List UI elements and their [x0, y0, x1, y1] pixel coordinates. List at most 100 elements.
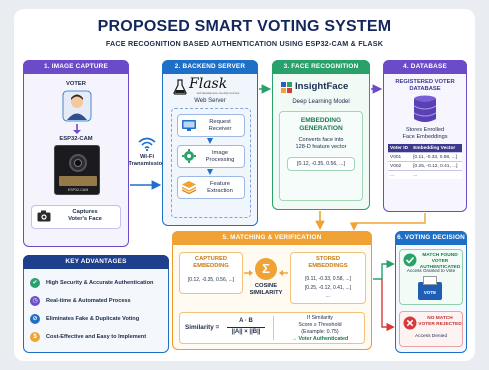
database-cylinder-icon [413, 95, 437, 122]
flask-logo-sub: web development, one drop at a time [196, 92, 240, 95]
embedding-vector-box [287, 157, 355, 171]
layers-icon [181, 181, 197, 194]
stored-vector: [0.11, -0.33, 0.58, ...] [305, 276, 351, 282]
cosine-label: COSINE SIMILARITY [249, 283, 283, 297]
no-match-title: NO MATCH VOTER REJECTED [418, 316, 462, 327]
formula-divider [273, 316, 274, 340]
advantage-item: ◷ Real-time & Automated Process [30, 295, 131, 307]
panel-matching-verification: 5. MATCHING & VERIFICATION CAPTURED EMBE… [172, 231, 372, 350]
step-label: Request Receiver [208, 119, 232, 133]
esp32-label: ESP32-CAM [59, 136, 93, 142]
panel-key-advantages: KEY ADVANTAGES ✔ High Security & Accurat… [23, 255, 169, 353]
match-subtitle: Access Granted to Vote [406, 268, 456, 273]
ballot-text: VOTE [423, 290, 437, 295]
table-row: V002 [0.25, -0.12, 0.41, ...] [388, 161, 462, 171]
arrow-matching-to-accept [373, 259, 395, 280]
arrow-right-icon [244, 270, 253, 276]
shield-icon: ✔ [30, 278, 40, 288]
web-server-label: Web Server [194, 98, 226, 104]
camera-icon [37, 210, 51, 222]
panel-heading: 4. DATABASE [383, 60, 467, 74]
step-request-receiver [177, 114, 245, 137]
panel-heading: KEY ADVANTAGES [23, 255, 169, 269]
panel-heading: 3. FACE RECOGNITION [272, 60, 370, 74]
panel-database: 4. DATABASE REGISTERED VOTER DATABASE St… [383, 60, 467, 212]
insightface-logo-icon [281, 82, 292, 93]
panel-voting-decision: 6. VOTING DECISION MATCH FOUND VOTER AUT… [395, 231, 467, 353]
pipeline-box [171, 108, 251, 218]
table-header: Voter ID [388, 144, 412, 153]
step-arrow-icon [207, 169, 213, 175]
table-cell: [0.11, -0.33, 0.58, ...] [411, 152, 462, 162]
advantage-label: Real-time & Automated Process [46, 298, 131, 304]
advantage-label: Eliminates Fake & Duplicate Voting [46, 316, 140, 322]
panel-heading: 5. MATCHING & VERIFICATION [172, 231, 372, 245]
formula-box [179, 312, 365, 344]
camera-caption: Captures Voter's Face [68, 209, 102, 223]
esp32-board: ESP32-CAM [54, 145, 100, 195]
table-cell: [0.25, -0.12, 0.41, ...] [411, 161, 462, 171]
cosine-similarity-node [255, 258, 277, 280]
wifi-label: Wi-Fi Transmission [128, 154, 166, 168]
embedding-table: Voter ID Embedding Vector V001 [0.11, -0… [388, 144, 462, 179]
captured-title: CAPTURED EMBEDDING [193, 256, 229, 270]
table-header: Embedding Vector [411, 144, 462, 153]
arrow-matching-to-reject [381, 279, 395, 332]
formula-fraction-bar [227, 327, 265, 328]
arrow-down-icon [73, 124, 81, 134]
arrow-database-to-matching [349, 213, 426, 231]
match-title: MATCH FOUND VOTER AUTHENTICATED [419, 253, 461, 270]
stored-title: STORED EMBEDDINGS [308, 256, 348, 270]
table-row: ... ... [388, 170, 462, 179]
formula-denominator: ||A|| × ||B|| [231, 329, 261, 335]
voter-avatar-icon [62, 90, 92, 122]
panel-heading: 1. IMAGE CAPTURE [23, 60, 129, 74]
sigma-symbol: Σ [262, 261, 270, 276]
embedding-description: Converts face into 128-D feature vector [295, 137, 347, 150]
panel-face-recognition: 3. FACE RECOGNITION InsightFace Deep Lea… [272, 60, 370, 210]
diagram-subtitle: FACE RECOGNITION BASED AUTHENTICATION US… [105, 39, 384, 48]
flow-arrows [130, 84, 426, 332]
embedding-title: EMBEDDING GENERATION [299, 117, 343, 133]
captured-embedding-box [179, 252, 243, 294]
formula-lhs: Similarity = [185, 324, 220, 331]
wifi-icon [138, 137, 156, 151]
flask-logo-text: Flask [189, 76, 228, 92]
stored-vector: ... [325, 293, 331, 299]
clock-icon: ◷ [30, 296, 40, 306]
formula-numerator: A · B [239, 318, 253, 324]
rule-line: Score ≥ Threshold [298, 321, 342, 328]
database-caption: Stores Enrolled Face Embeddings [402, 127, 448, 140]
threshold-rule: If Similarity Score ≥ Threshold (Example… [277, 315, 363, 343]
table-row: V001 [0.11, -0.33, 0.58, ...] [388, 152, 462, 162]
step-label: Feature Extraction [207, 181, 233, 195]
panel-heading: 2. BACKEND SERVER [162, 60, 258, 74]
step-arrow-icon [207, 138, 213, 144]
diagram-canvas: PROPOSED SMART VOTING SYSTEM FACE RECOGN… [14, 9, 475, 361]
embedding-box [279, 111, 363, 201]
monitor-icon [182, 120, 196, 131]
esp32-board-text: ESP32-CAM [67, 188, 89, 192]
no-match-subtitle: Access Denied [415, 334, 447, 339]
rule-line: → Voter Authenticated [291, 335, 349, 342]
table-cell: V002 [388, 161, 412, 171]
database-title: REGISTERED VOTER DATABASE [395, 79, 455, 93]
embedding-vector: [0.12, -0.35, 0.56, ...] [297, 160, 345, 167]
ballot-box [418, 282, 442, 300]
captured-vector: [0.12, -0.35, 0.56, ...] [187, 277, 235, 283]
advantage-item: ⊘ Eliminates Fake & Duplicate Voting [30, 313, 139, 325]
ban-icon: ⊘ [30, 314, 40, 324]
table-cell: ... [411, 170, 462, 179]
panel-backend-server: 2. BACKEND SERVER Flask web development,… [162, 60, 258, 226]
stored-vector: [0.25, -0.12, 0.41, ...] [304, 285, 352, 291]
panel-image-capture: 1. IMAGE CAPTURE VOTER ESP32-CAM ESP32-C… [23, 60, 129, 247]
diagram-title: PROPOSED SMART VOTING SYSTEM [97, 18, 392, 35]
advantage-item: $ Cost-Effective and Easy to Implement [30, 331, 146, 343]
close-circle-icon [403, 316, 417, 330]
table-cell: ... [388, 170, 412, 179]
rule-line: (Example: 0.75) [301, 328, 339, 335]
wifi-link: Wi-Fi Transmission [126, 137, 166, 185]
model-label: Deep Learning Model [292, 99, 350, 105]
check-circle-icon [403, 253, 417, 267]
advantage-label: Cost-Effective and Easy to Implement [46, 334, 147, 340]
